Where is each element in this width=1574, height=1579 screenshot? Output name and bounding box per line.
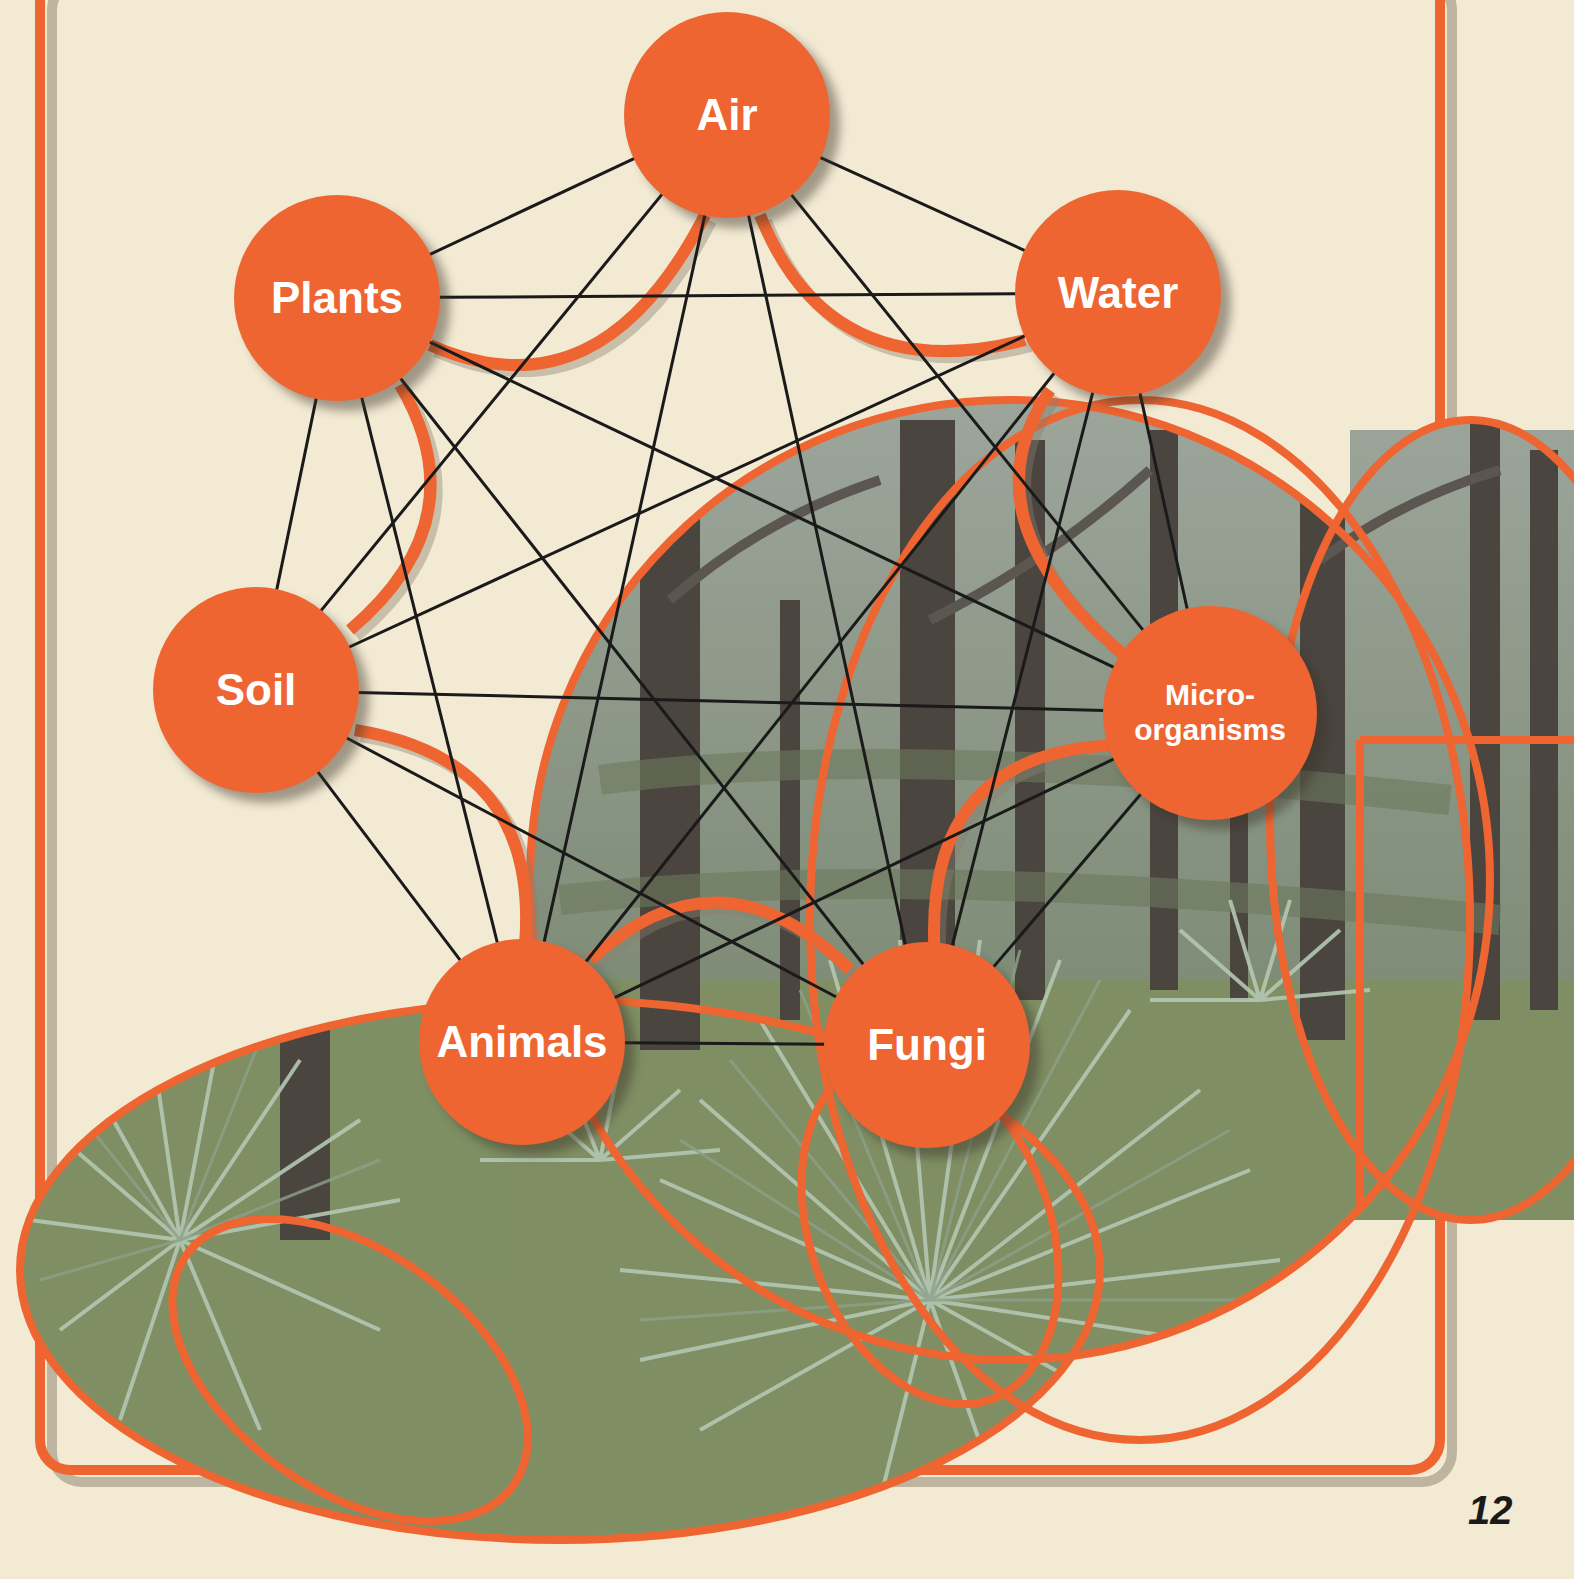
link-line [952,391,1093,947]
element-circle: Air [624,12,830,218]
link-line [348,335,1027,647]
element-circle: Plants [234,195,440,401]
link-line [438,294,1017,298]
link-line [276,397,316,591]
circle-text-holder: Air [696,90,757,141]
link-line [428,158,635,255]
link-line [317,771,461,962]
circle-label: Fungi [867,1020,987,1071]
circle-label: Air [696,90,757,141]
circle-label: Micro- organisms [1117,678,1303,747]
circle-label: Water [1058,268,1179,319]
circle-label: Soil [216,665,297,716]
link-line [1140,392,1188,611]
link-line [748,214,906,947]
circle-text-holder: Plants [271,273,403,324]
link-line [544,214,705,944]
link-line [428,341,1115,667]
circle-label: Plants [271,273,403,324]
link-line [345,737,837,998]
link-line [361,396,497,944]
link-line [357,692,1105,710]
circle-text-holder: Fungi [867,1020,987,1071]
orange-outlines [20,400,1574,1579]
circle-text-holder: Animals [436,1017,607,1068]
element-circle: Animals [419,939,625,1145]
element-circle: Soil [153,587,359,793]
link-line [819,157,1026,251]
circle-text-holder: Water [1058,268,1179,319]
page-number: 12 [1468,1488,1513,1533]
element-circle: Fungi [824,942,1030,1148]
forest-photo [0,380,1574,1579]
element-circle: Micro- organisms [1103,606,1317,820]
link-line [623,1043,826,1045]
link-line [400,377,865,965]
circle-text-holder: Micro- organisms [1117,678,1303,747]
circle-text-holder: Soil [216,665,297,716]
element-circle: Water [1015,190,1221,396]
link-line [993,793,1142,968]
link-line [585,372,1055,963]
circle-label: Animals [436,1017,607,1068]
